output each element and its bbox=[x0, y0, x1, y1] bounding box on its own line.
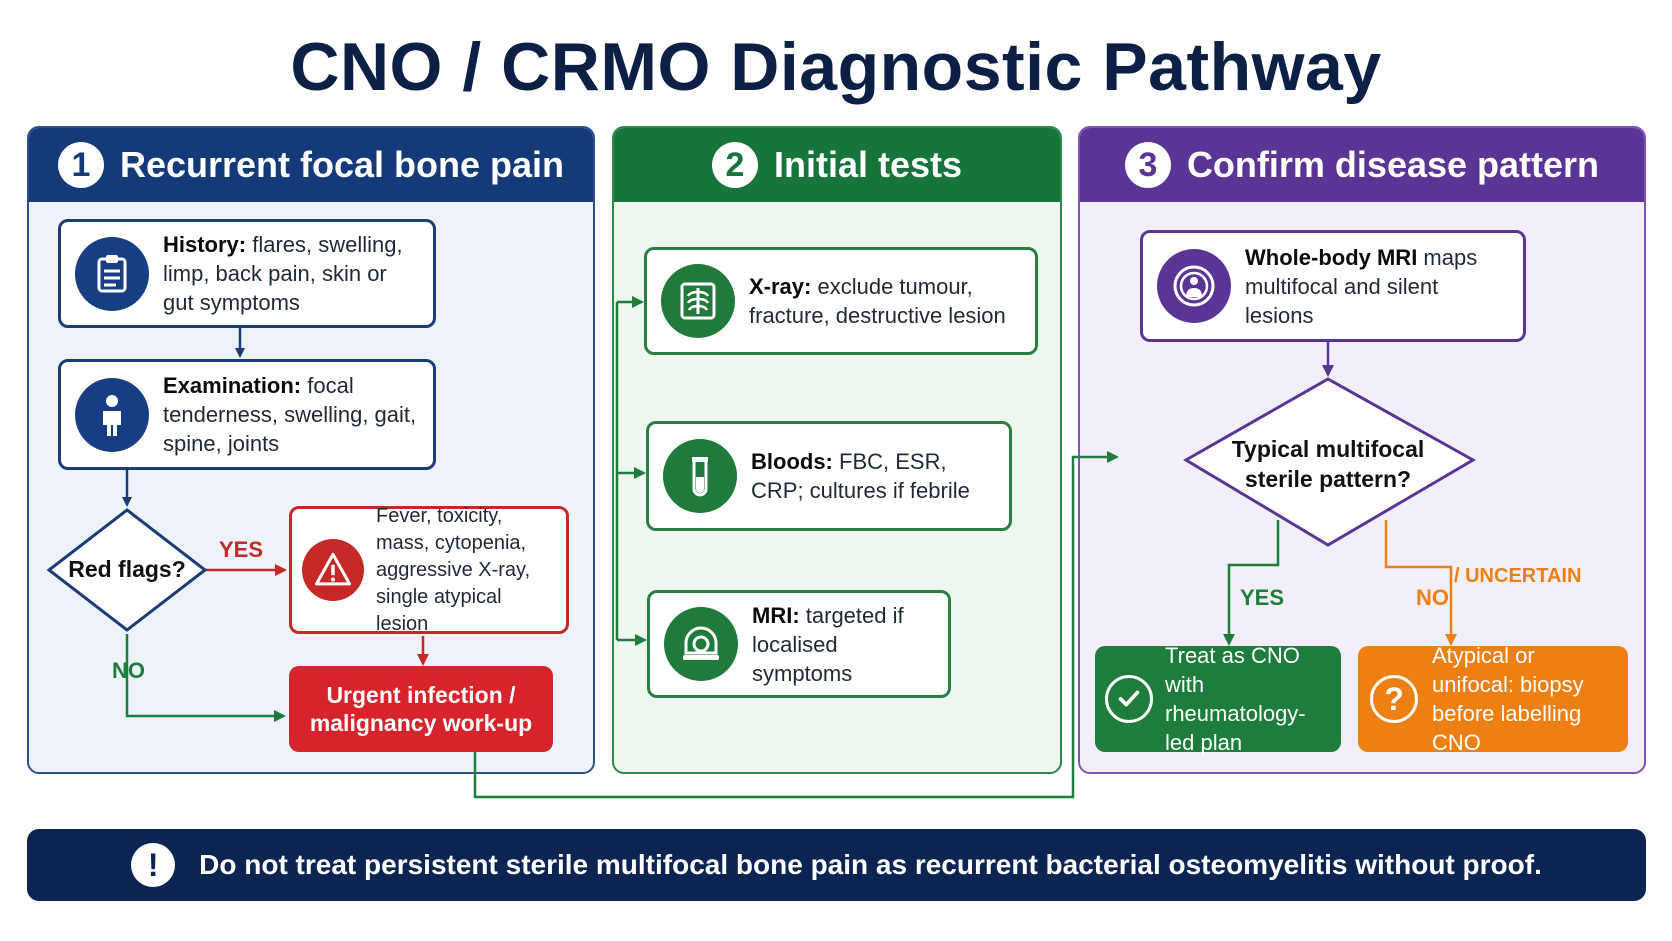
pattern-question-text: Typical multifocal sterile pattern? bbox=[1231, 436, 1425, 492]
mri-scanner-icon bbox=[664, 607, 738, 681]
warning-banner-text: Do not treat persistent sterile multifoc… bbox=[199, 849, 1542, 880]
step-3-title: Confirm disease pattern bbox=[1186, 144, 1600, 185]
clipboard-icon bbox=[75, 236, 149, 311]
panel-2-header: 2 Initial tests bbox=[614, 128, 1060, 202]
whole-body-mri-box: Whole-body MRI maps multifocal and silen… bbox=[1140, 230, 1526, 342]
step-2-title: Initial tests bbox=[773, 144, 963, 185]
test-tube-icon bbox=[663, 439, 737, 513]
whole-body-mri-label: Whole-body MRI bbox=[1245, 244, 1418, 270]
step-3-number: 3 bbox=[1124, 142, 1171, 188]
red-flags-yes-label: YES bbox=[219, 537, 264, 562]
xray-label: X-ray: bbox=[749, 274, 812, 299]
xray-icon bbox=[661, 264, 735, 338]
exclamation-icon: ! bbox=[131, 843, 176, 887]
red-flags-question: Red flags? bbox=[68, 556, 186, 582]
question-icon: ? bbox=[1370, 675, 1418, 723]
warning-banner: ! Do not treat persistent sterile multif… bbox=[27, 829, 1646, 901]
bloods-detail: FBC, ESR, CRP; cultures if febrile bbox=[751, 449, 970, 503]
mri-box: MRI: targeted if localised symptoms bbox=[647, 590, 951, 698]
urgent-workup-box: Urgent infection / malignancy work-up bbox=[289, 666, 553, 752]
bloods-box: Bloods: FBC, ESR, CRP; cultures if febri… bbox=[646, 421, 1012, 531]
examination-text: Examination: focal tenderness, swelling,… bbox=[163, 371, 419, 458]
whole-body-mri-text: Whole-body MRI maps multifocal and silen… bbox=[1245, 243, 1509, 330]
red-flags-no-label: NO bbox=[112, 658, 145, 683]
step-1-number: 1 bbox=[57, 142, 104, 188]
history-text: History: flares, swelling, limp, back pa… bbox=[163, 230, 419, 317]
panel-3-header: 3 Confirm disease pattern bbox=[1080, 128, 1644, 202]
xray-text: X-ray: exclude tumour, fracture, destruc… bbox=[749, 272, 1021, 330]
xray-detail: exclude tumour, fracture, destructive le… bbox=[749, 274, 1006, 328]
person-icon bbox=[75, 377, 149, 452]
pattern-no-label: NO bbox=[1416, 585, 1449, 610]
treat-cno-box: Treat as CNO with rheumatology-led plan bbox=[1095, 643, 1341, 755]
xray-box: X-ray: exclude tumour, fracture, destruc… bbox=[644, 247, 1038, 355]
pattern-uncertain-label: / UNCERTAIN bbox=[1454, 565, 1582, 587]
whole-body-mri-detail: maps multifocal and silent lesions bbox=[1245, 244, 1478, 328]
red-flags-detail-box: Fever, toxicity, mass, cytopenia, aggres… bbox=[289, 505, 569, 635]
bloods-text: Bloods: FBC, ESR, CRP; cultures if febri… bbox=[751, 447, 995, 505]
red-flags-detail-text: Fever, toxicity, mass, cytopenia, aggres… bbox=[376, 504, 531, 635]
mri-person-icon bbox=[1157, 249, 1231, 323]
examination-box: Examination: focal tenderness, swelling,… bbox=[58, 359, 436, 470]
bloods-label: Bloods: bbox=[751, 449, 833, 474]
history-detail: flares, swelling, limp, back pain, skin … bbox=[163, 232, 403, 315]
mri-text: MRI: targeted if localised symptoms bbox=[752, 601, 934, 688]
pattern-yes-label: YES bbox=[1240, 585, 1285, 610]
atypical-biopsy-text: Atypical or unifocal: biopsy before labe… bbox=[1432, 643, 1584, 755]
checkmark-icon bbox=[1105, 675, 1153, 723]
page-title: CNO / CRMO Diagnostic Pathway bbox=[290, 29, 1382, 105]
mri-detail: targeted if localised symptoms bbox=[752, 602, 904, 686]
history-box: History: flares, swelling, limp, back pa… bbox=[58, 219, 436, 328]
examination-label: Examination: bbox=[163, 373, 302, 398]
examination-detail: focal tenderness, swelling, gait, spine,… bbox=[163, 373, 417, 456]
treat-cno-text: Treat as CNO with rheumatology-led plan bbox=[1165, 643, 1306, 755]
mri-label: MRI: bbox=[752, 602, 800, 628]
atypical-biopsy-box: ? Atypical or unifocal: biopsy before la… bbox=[1358, 643, 1628, 755]
panel-1-header: 1 Recurrent focal bone pain bbox=[29, 128, 593, 202]
step-2-number: 2 bbox=[711, 142, 758, 188]
history-label: History: bbox=[163, 232, 247, 257]
warning-icon bbox=[302, 539, 364, 601]
step-1-title: Recurrent focal bone pain bbox=[119, 144, 565, 185]
